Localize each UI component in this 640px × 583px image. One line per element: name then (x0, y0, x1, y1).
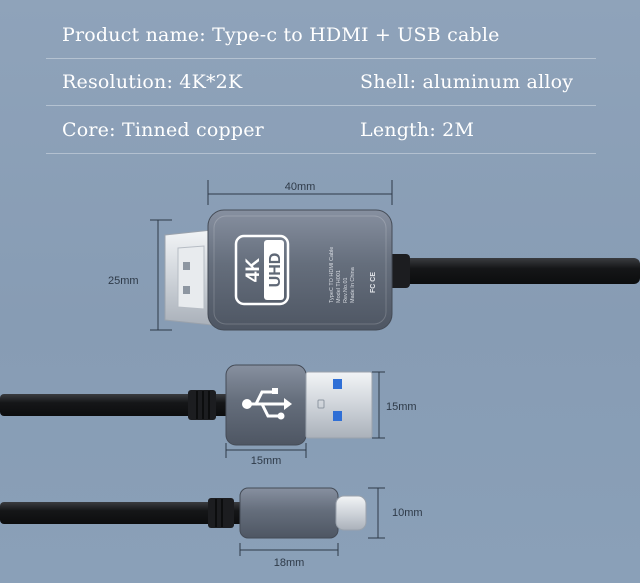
cert-marks-text: FC CE (370, 272, 377, 293)
spec-core: Core: Tinned copper (62, 119, 264, 141)
badge-uhd-text: UHD (267, 253, 284, 288)
dim-usb-width-label: 15mm (251, 455, 282, 467)
hdmi-shell (207, 209, 393, 331)
strain-relief (388, 254, 410, 288)
usb-connector: 15mm 15mm (0, 364, 417, 467)
dim-hdmi-width-label: 40mm (285, 181, 316, 193)
dim-usb-height (372, 371, 385, 439)
divider (46, 58, 596, 59)
dim-typec-width (239, 543, 339, 556)
dim-typec-height-label: 10mm (392, 507, 423, 519)
fine-print-line: Rev.No.01 (343, 277, 349, 303)
divider (46, 105, 596, 106)
hdmi-connector: 4K UHD TypeC TO HDMI Cable Model TH001 R… (108, 180, 640, 331)
spec-product-name: Product name: Type-c to HDMI + USB cable (62, 24, 500, 46)
dim-hdmi-width (207, 180, 393, 205)
badge-4k-text: 4K (243, 258, 264, 283)
dim-typec-height (368, 487, 385, 539)
usb-tongue-contact (333, 379, 342, 389)
usb-plug (305, 371, 373, 439)
divider (46, 153, 596, 154)
spec-resolution: Resolution: 4K*2K (62, 71, 243, 93)
spec-length: Length: 2M (360, 119, 475, 141)
dim-usb-width (225, 443, 307, 458)
usb-cable (0, 394, 232, 416)
fine-print: TypeC TO HDMI Cable Model TH001 Rev.No.0… (329, 247, 356, 303)
cert-marks: FC CE (370, 272, 377, 293)
fine-print-line: Model TH001 (336, 270, 342, 303)
dim-typec-width-label: 18mm (274, 557, 305, 569)
usb-icon (246, 390, 290, 418)
hdmi-cable (395, 258, 640, 284)
typec-shell (239, 487, 339, 539)
dim-hdmi-height (150, 219, 172, 331)
typec-cable (0, 502, 246, 524)
uhd-badge: 4K UHD (234, 234, 290, 306)
dim-usb-height-label: 15mm (386, 401, 417, 413)
dim-hdmi-height-label: 25mm (108, 275, 139, 287)
fine-print-line: Made In China (350, 266, 356, 303)
typec-connector: 10mm 18mm (0, 487, 423, 569)
typec-plug (335, 495, 367, 531)
usb-tongue-contact (333, 411, 342, 421)
fine-print-line: TypeC TO HDMI Cable (329, 247, 335, 303)
spec-shell: Shell: aluminum alloy (360, 71, 574, 93)
